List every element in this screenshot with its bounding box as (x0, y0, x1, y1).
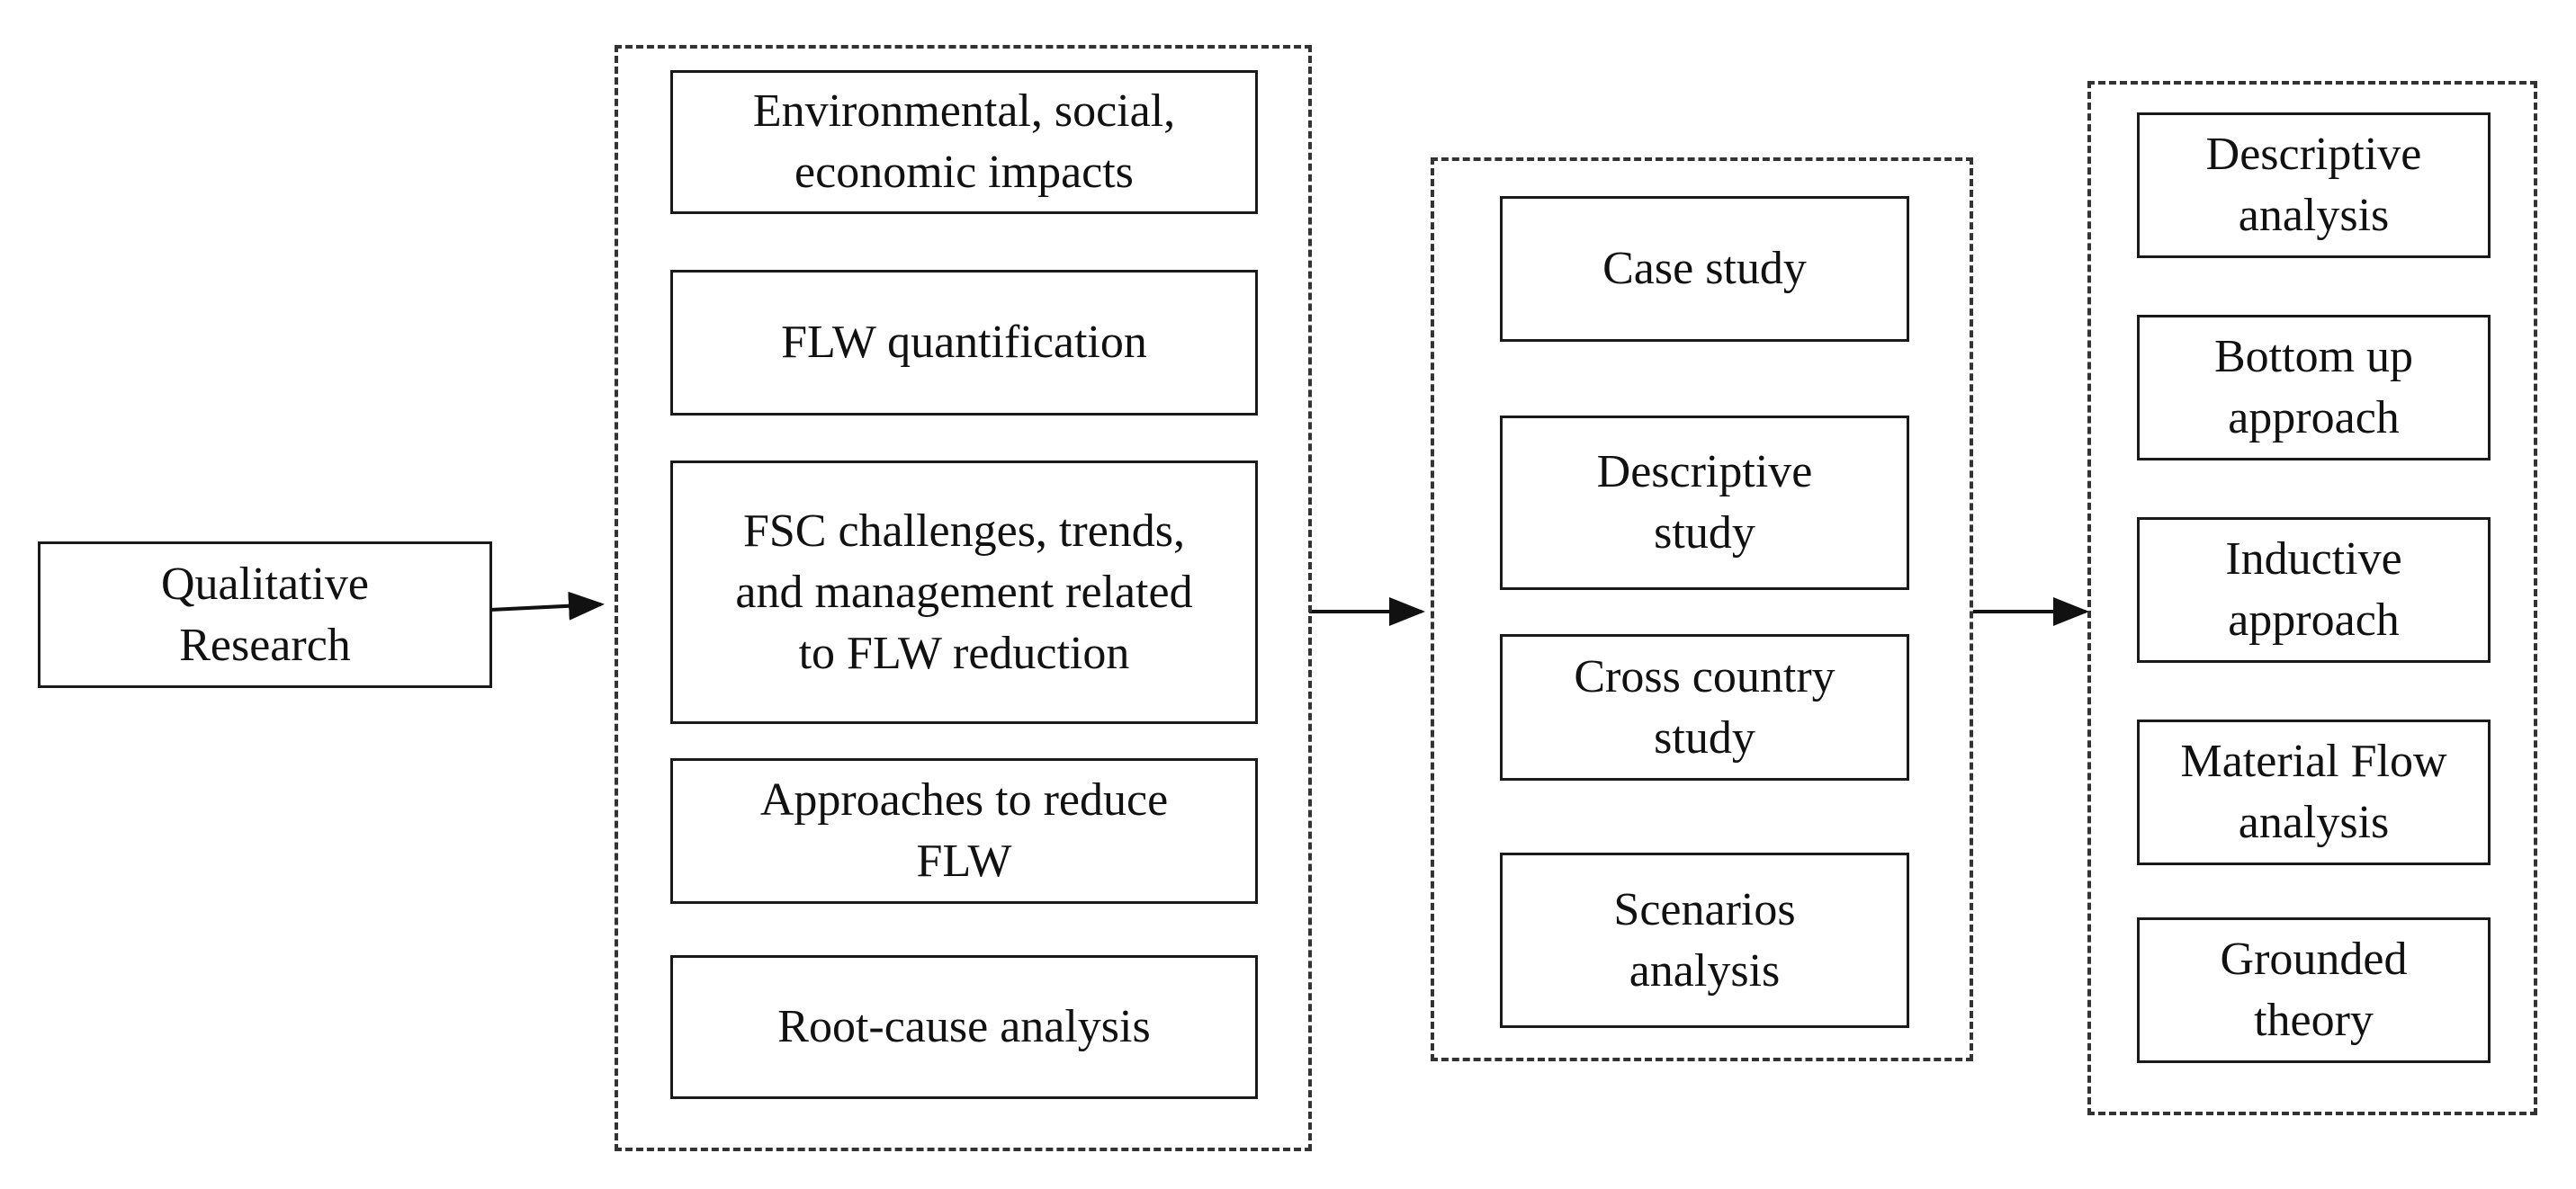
topic-approaches-box: Approaches to reduce FLW (670, 758, 1258, 904)
method-bottom-up-box: Bottom up approach (2137, 315, 2491, 460)
method-material-flow-box: Material Flow analysis (2137, 720, 2491, 865)
method-descriptive-analysis-box: Descriptive analysis (2137, 112, 2491, 258)
topic-impacts-box: Environmental, social, economic impacts (670, 70, 1258, 214)
qualitative-research-box: Qualitative Research (38, 541, 492, 688)
study-types-group (1431, 157, 1973, 1061)
arrow-source-to-topics (489, 591, 605, 621)
study-case-study-box: Case study (1500, 196, 1909, 342)
method-grounded-theory-box: Grounded theory (2137, 917, 2491, 1063)
topic-root-cause-box: Root-cause analysis (670, 955, 1258, 1099)
study-scenarios-box: Scenarios analysis (1500, 853, 1909, 1028)
methods-group (2087, 81, 2537, 1115)
study-cross-country-box: Cross country study (1500, 634, 1909, 781)
topic-flw-quantification-box: FLW quantification (670, 270, 1258, 416)
method-inductive-box: Inductive approach (2137, 517, 2491, 663)
topic-fsc-challenges-box: FSC challenges, trends, and management r… (670, 460, 1258, 724)
topics-group (615, 45, 1312, 1151)
study-descriptive-box: Descriptive study (1500, 416, 1909, 590)
